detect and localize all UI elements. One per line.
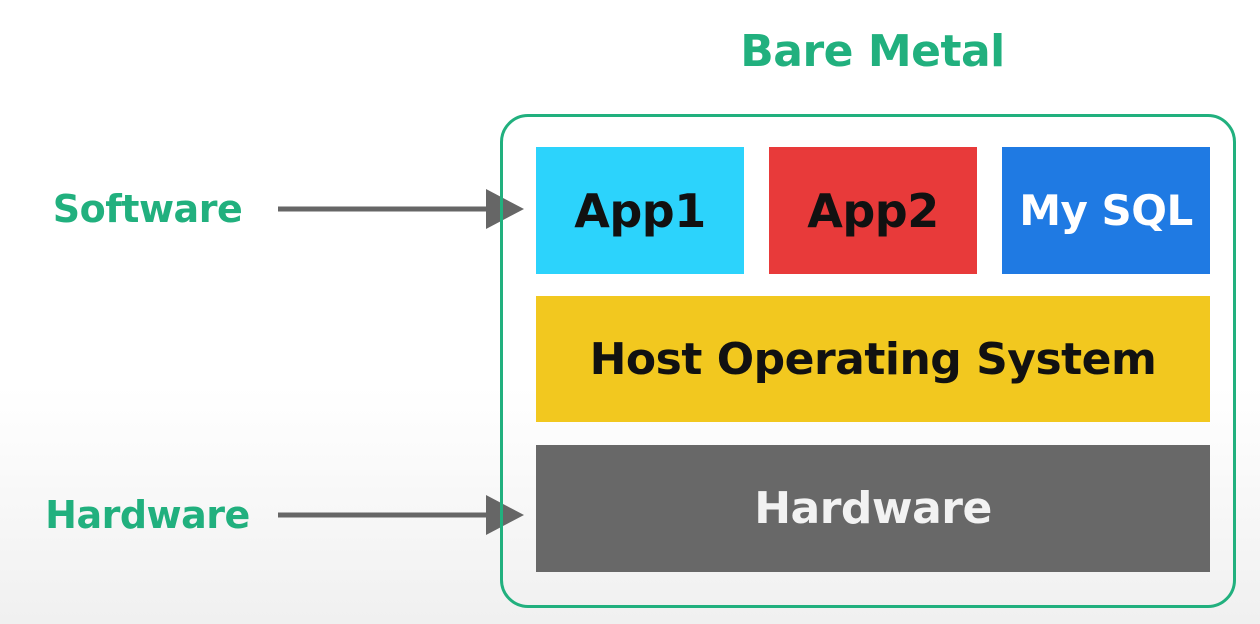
mysql-block: My SQL	[1002, 147, 1210, 274]
host-os-label: Host Operating System	[589, 333, 1157, 385]
app1-label: App1	[574, 183, 706, 238]
bare-metal-frame	[500, 114, 1236, 608]
app2-label: App2	[807, 183, 939, 238]
software-label: Software	[52, 187, 243, 231]
hardware-arrow	[278, 495, 524, 535]
host-os-block: Host Operating System	[536, 296, 1210, 422]
mysql-label: My SQL	[1019, 186, 1193, 235]
hardware-label: Hardware	[45, 493, 250, 537]
hardware-block-label: Hardware	[754, 483, 992, 534]
app1-block: App1	[536, 147, 744, 274]
app2-block: App2	[769, 147, 977, 274]
software-arrow	[278, 189, 524, 229]
hardware-block: Hardware	[536, 445, 1210, 572]
diagram-title: Bare Metal	[740, 26, 1005, 77]
